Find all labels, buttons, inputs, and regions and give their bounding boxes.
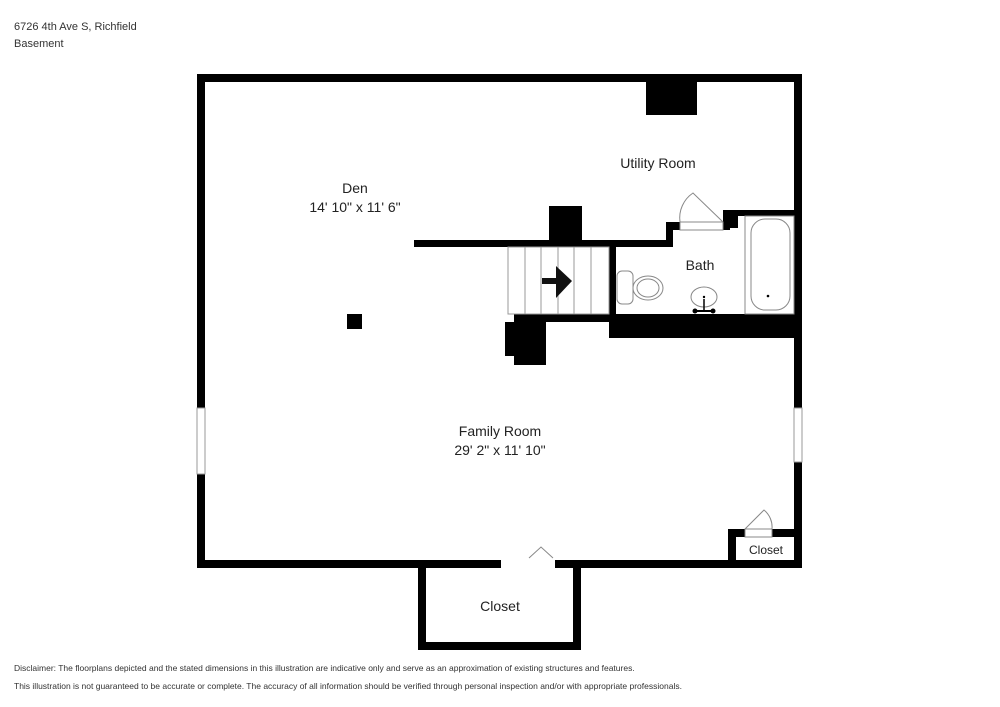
- stairs-arrow-icon: [542, 266, 572, 298]
- property-address: 6726 4th Ave S, Richfield: [14, 21, 137, 33]
- utility-room-label: Utility Room: [620, 155, 696, 171]
- floor-level: Basement: [14, 38, 64, 50]
- bottom-closet-label: Closet: [480, 598, 520, 614]
- chimney-block: [646, 82, 697, 115]
- window-left: [196, 407, 206, 475]
- disclaimer-line-1: Disclaimer: The floorplans depicted and …: [14, 663, 635, 673]
- den-dimensions: 14' 10" x 11' 6": [309, 199, 401, 215]
- den-name: Den: [342, 180, 368, 196]
- toilet-icon: [616, 270, 664, 305]
- bottom-closet-walls: [418, 560, 581, 650]
- right-closet-label: Closet: [748, 543, 784, 557]
- right-closet-door: [744, 509, 773, 538]
- bath-label: Bath: [685, 257, 715, 273]
- family-room-dimensions: 29' 2" x 11' 10": [454, 442, 546, 458]
- window-right: [793, 407, 803, 463]
- family-room-name: Family Room: [458, 423, 542, 439]
- disclaimer-line-2: This illustration is not guaranteed to b…: [14, 681, 682, 691]
- right-closet-walls: [728, 529, 802, 568]
- bathtub-icon: [744, 215, 795, 315]
- interior-walls: [347, 206, 802, 365]
- family-room-label: Family Room 29' 2" x 11' 10": [454, 422, 545, 460]
- den-label: Den 14' 10" x 11' 6": [309, 179, 400, 217]
- closet-door-marker: [528, 546, 554, 559]
- utility-door: [679, 192, 724, 231]
- stairs: [507, 246, 610, 315]
- sink-icon: [690, 286, 718, 314]
